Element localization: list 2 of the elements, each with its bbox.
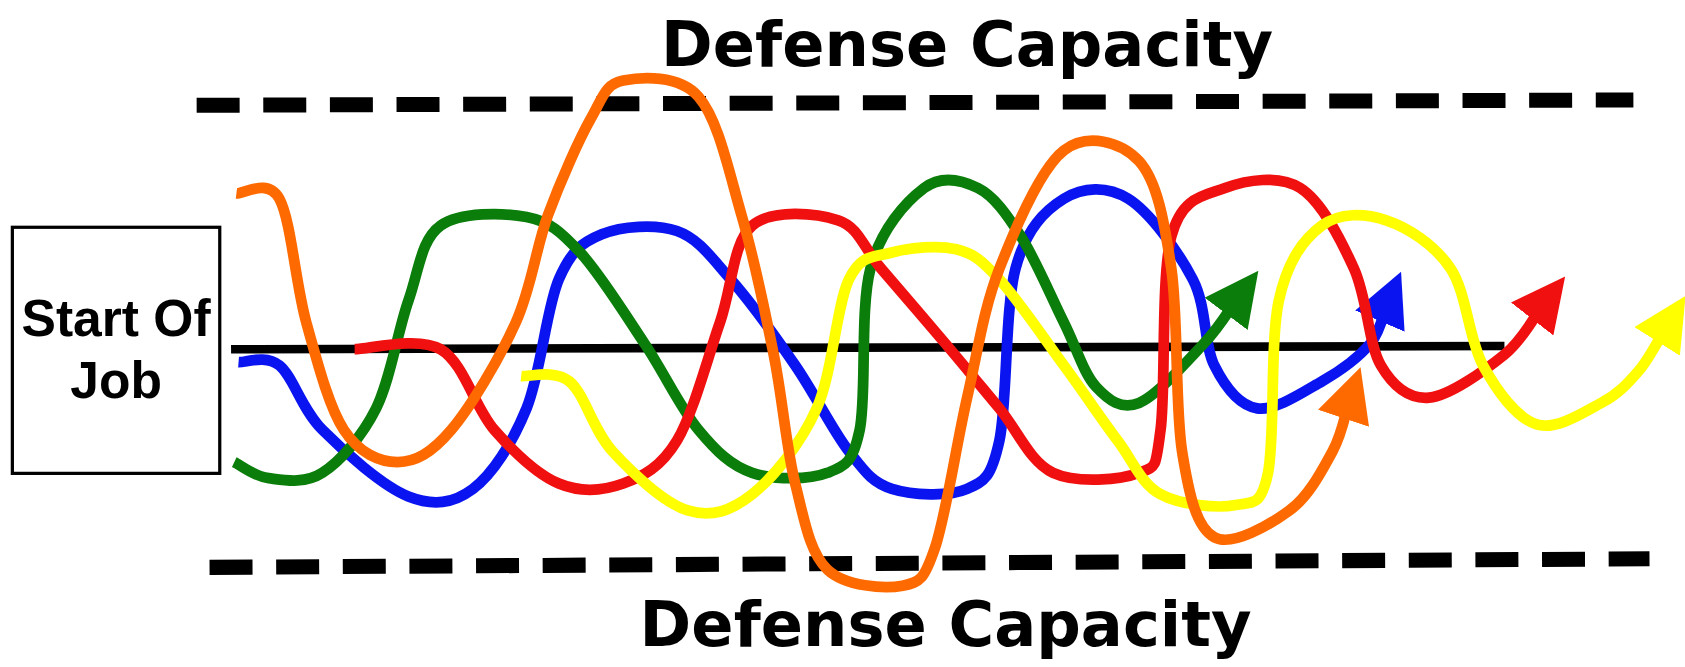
start-box — [10, 225, 222, 475]
box-label: Start Of Job — [20, 289, 212, 411]
